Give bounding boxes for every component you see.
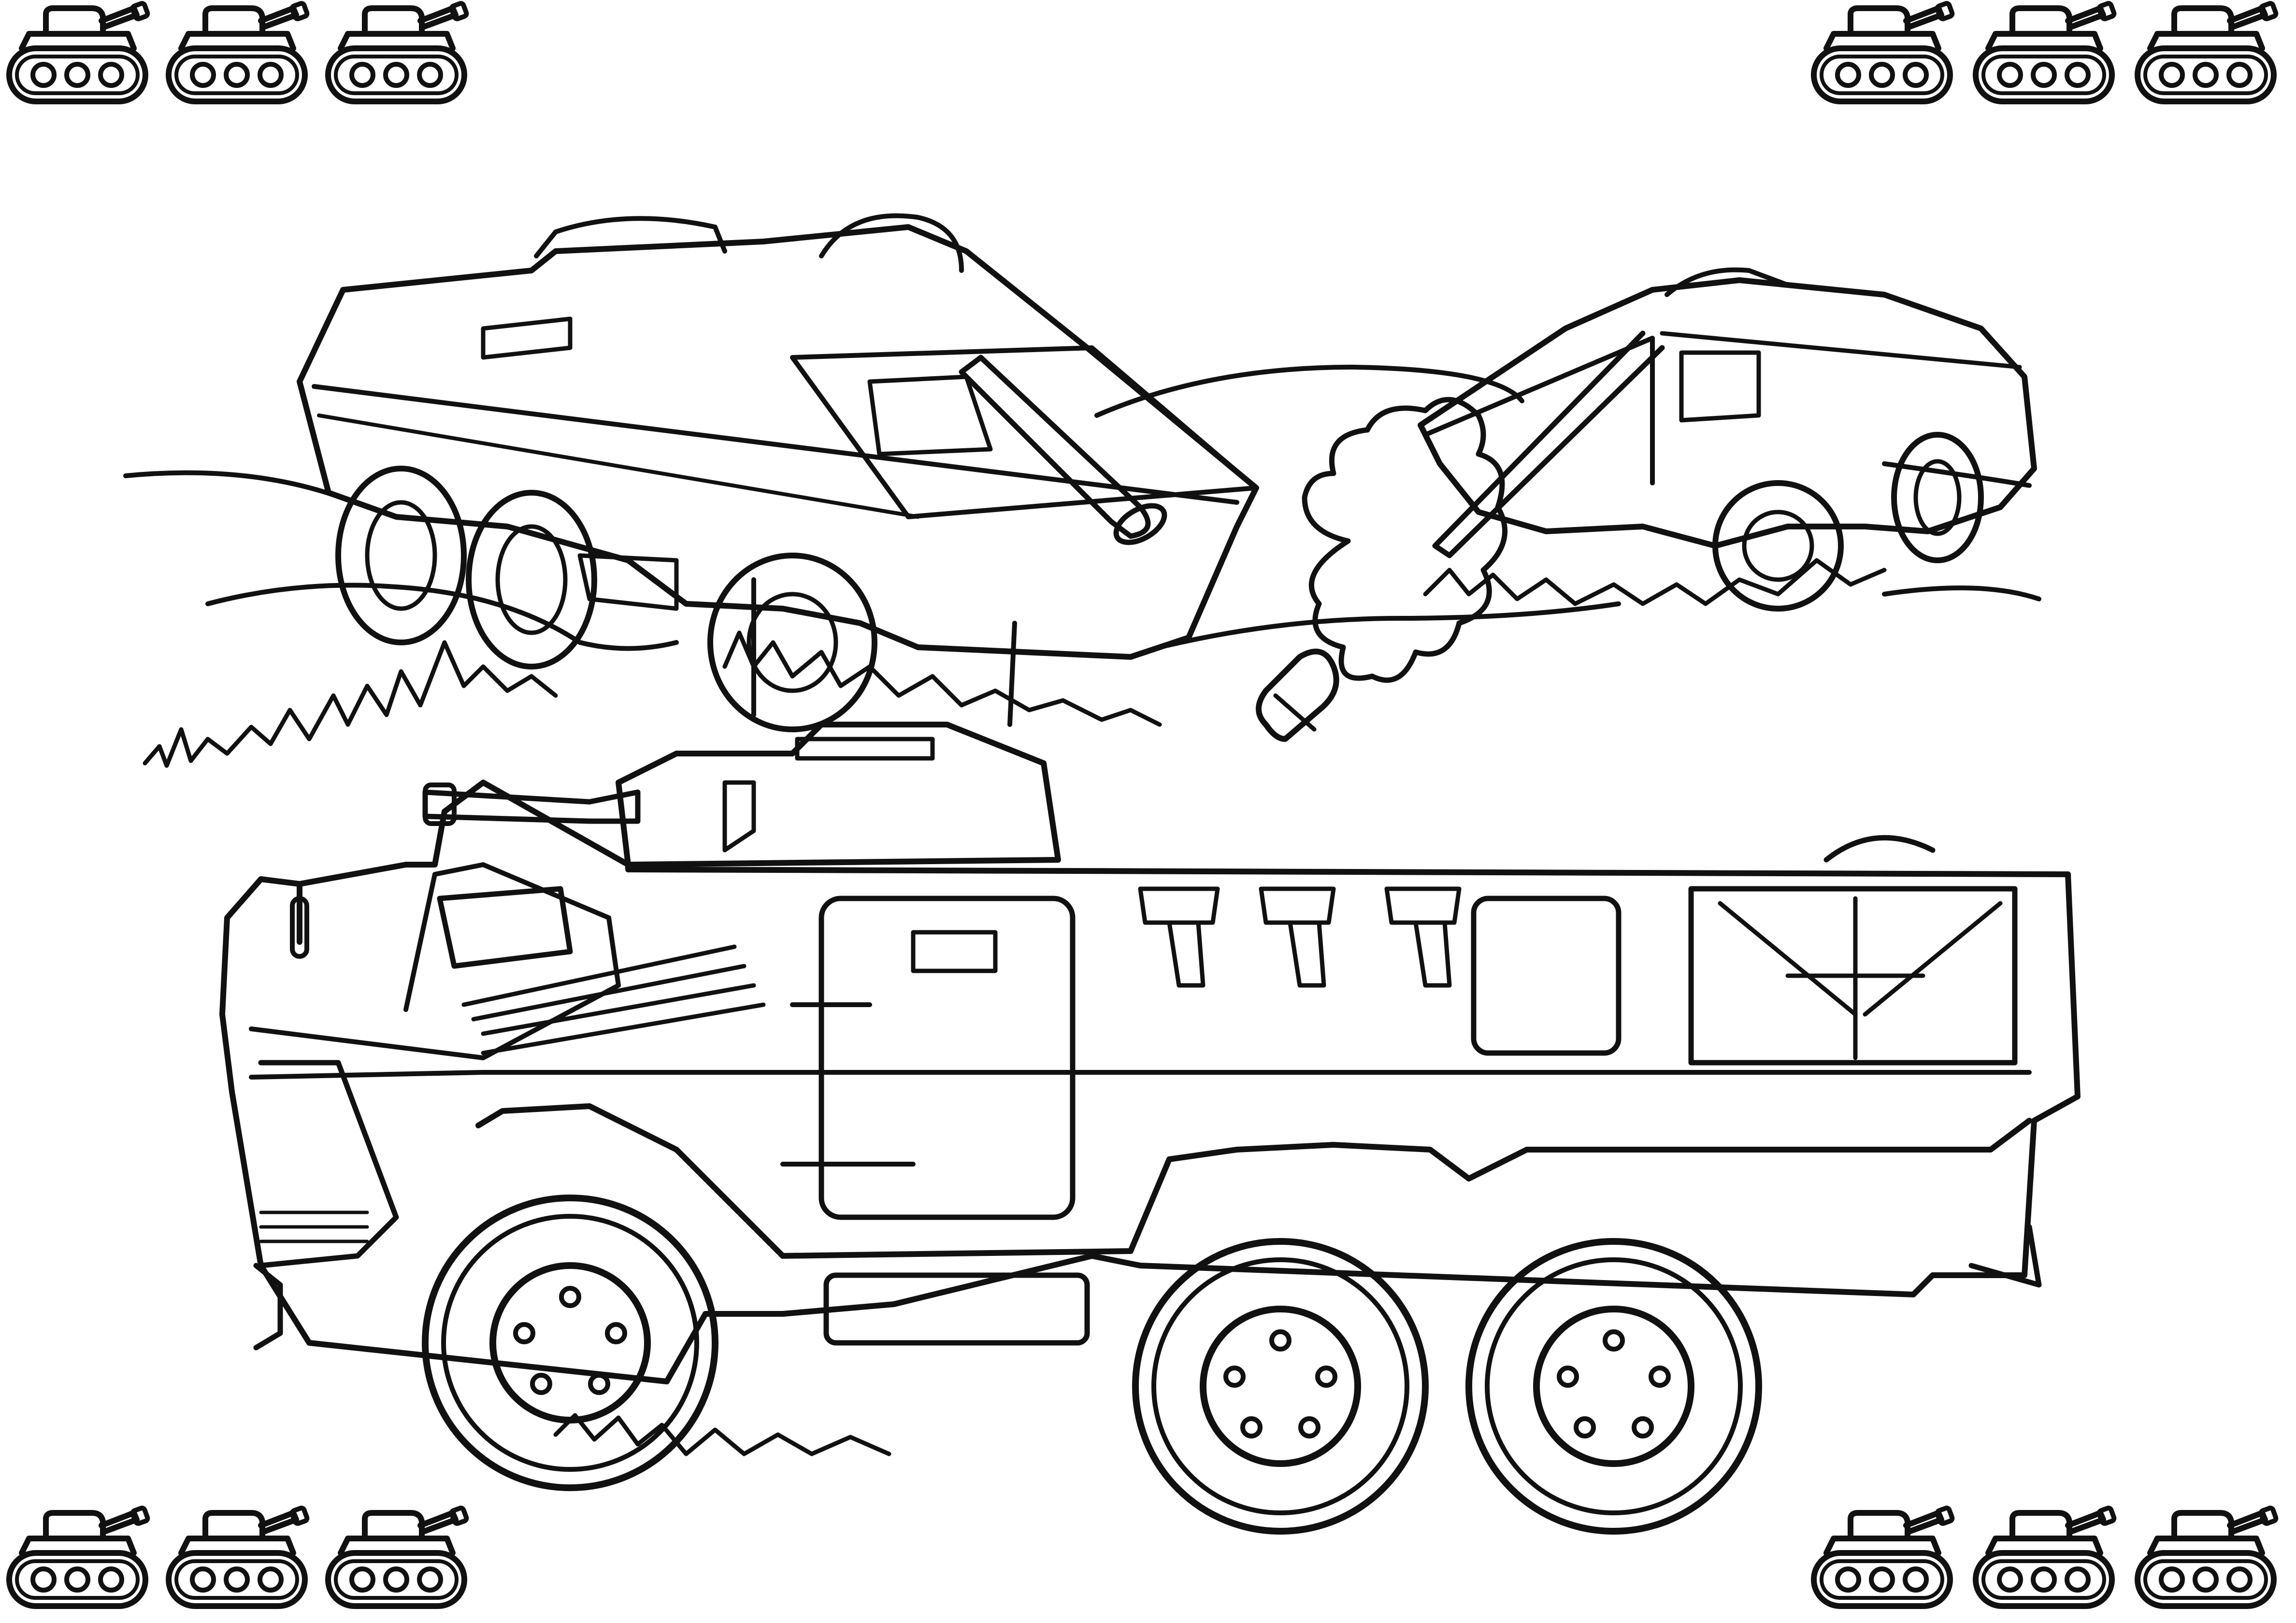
grass: [143, 558, 1887, 1456]
tank-icon: [1976, 1507, 2115, 1606]
tank-icon: [169, 1507, 308, 1606]
background-left-vehicle: [297, 213, 1259, 732]
smoke-cloud-icon: [1302, 397, 1507, 683]
tank-icon: [328, 2, 467, 101]
tank-icon: [2138, 1507, 2277, 1606]
tank-icon: [2138, 2, 2277, 101]
tank-icon: [1814, 1507, 1953, 1606]
border-bottom-right: [1814, 1507, 2277, 1606]
tank-icon: [9, 1507, 148, 1606]
border-top-right: [1814, 2, 2277, 101]
border-top-left: [9, 2, 467, 101]
shell-icon: [1256, 648, 1339, 742]
background-right-vehicle: [1418, 267, 2037, 612]
tank-icon: [169, 2, 308, 101]
foreground-vehicle: [219, 577, 2081, 1531]
tank-icon: [1976, 2, 2115, 101]
wheel-icon: [425, 1198, 715, 1488]
tank-icon: [1814, 2, 1953, 101]
tank-icon: [9, 2, 148, 101]
hills: [123, 365, 2041, 651]
tank-icon: [328, 1507, 467, 1606]
border-bottom-left: [9, 1507, 467, 1606]
wheel-icon: [1135, 1241, 1425, 1531]
